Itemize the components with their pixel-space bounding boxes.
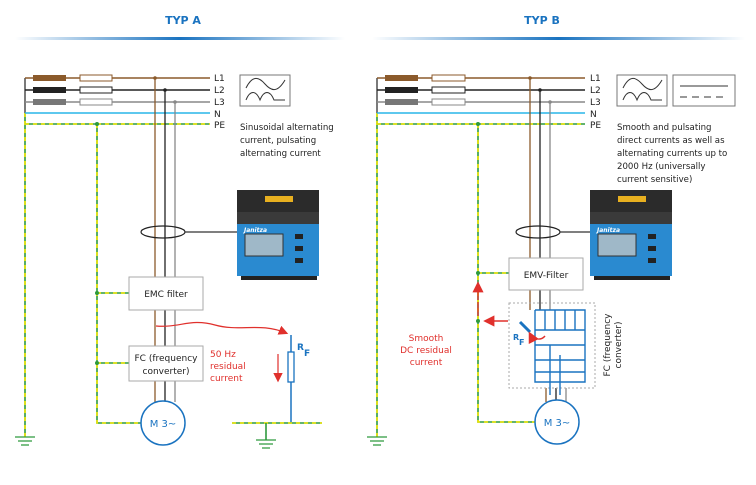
description-line: Smooth and pulsating — [617, 123, 711, 133]
resistor-icon — [287, 351, 295, 383]
residual-current-arrow — [155, 321, 289, 335]
title-underline — [372, 37, 745, 40]
current-transformer — [140, 225, 186, 239]
current-transformer — [515, 225, 561, 239]
description-line: 2000 Hz (universally — [617, 162, 705, 172]
residual-label: DC residual — [400, 346, 452, 356]
phase-label: L2 — [214, 86, 225, 96]
panel-title: TYP A — [165, 14, 201, 27]
motor-label: M 3~ — [150, 419, 177, 430]
fc-label: FC (frequency — [603, 313, 613, 377]
rf-subscript: F — [304, 349, 310, 359]
device-brand: Janitza — [596, 227, 620, 234]
fuse-icon — [33, 75, 66, 81]
phase-label: PE — [214, 121, 225, 131]
fc-box — [128, 345, 204, 382]
panel-typ-b: TYP B L1 L2 L3 N PE Smooth and pulsating… — [367, 14, 745, 446]
phase-label: L3 — [590, 98, 601, 108]
emc-filter-label: EMC filter — [144, 290, 188, 300]
panel-title: TYP B — [524, 14, 560, 27]
emv-filter-label: EMV-Filter — [524, 271, 569, 281]
description-line: Sinusoidal alternating — [240, 123, 334, 133]
rf-label: R — [297, 343, 304, 353]
residual-label: current — [210, 374, 243, 384]
phase-label: N — [590, 110, 597, 120]
ground-icon — [15, 436, 35, 446]
rf-label: R — [513, 333, 519, 342]
device-brand: Janitza — [243, 227, 267, 234]
fc-box — [508, 302, 596, 389]
phase-label: L3 — [214, 98, 225, 108]
fc-label: FC (frequency — [135, 354, 199, 364]
phase-label: PE — [590, 121, 601, 131]
residual-label: Smooth — [409, 334, 444, 344]
ground-icon — [367, 436, 387, 446]
residual-label: 50 Hz — [210, 350, 236, 360]
description-line: alternating currents up to — [617, 149, 727, 159]
description-line: alternating current — [240, 149, 321, 159]
dc-waveform-icon — [672, 74, 736, 107]
phase-label: L1 — [590, 74, 601, 84]
motor-icon — [140, 400, 186, 446]
motor-label: M 3~ — [544, 418, 571, 429]
fc-circuit — [534, 309, 586, 395]
title-underline — [15, 37, 345, 40]
rcm-device — [589, 189, 673, 281]
fc-label: converter) — [143, 367, 190, 377]
phase-label: L2 — [590, 86, 601, 96]
rcm-device — [236, 189, 320, 281]
phase-label: N — [214, 110, 221, 120]
emv-filter-box — [508, 257, 584, 291]
panel-typ-a: TYP A L1 L2 L3 N PE Sinusoidal alternati… — [15, 14, 345, 449]
fuse-icon — [385, 75, 418, 81]
ac-waveform-icon — [616, 74, 668, 107]
ground-icon — [256, 439, 276, 449]
residual-label: current — [410, 358, 443, 368]
phase-label: L1 — [214, 74, 225, 84]
description-line: direct currents as well as — [617, 136, 725, 146]
ac-waveform-icon — [239, 74, 291, 107]
rf-subscript: F — [519, 338, 524, 347]
motor-icon — [534, 399, 580, 445]
description-line: current, pulsating — [240, 136, 316, 146]
residual-label: residual — [210, 362, 246, 372]
fc-label: converter) — [614, 322, 624, 369]
emc-filter-box — [128, 276, 204, 311]
description-line: current sensitive) — [617, 175, 692, 185]
